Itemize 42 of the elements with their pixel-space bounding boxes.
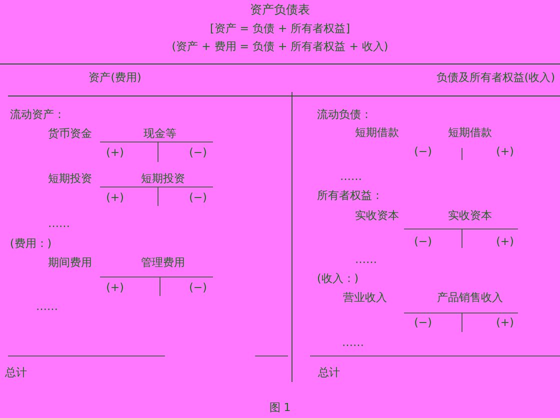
account-name: 实收资本 (448, 210, 492, 222)
ellipsis: …… (48, 218, 70, 230)
title: 资产负债表 (250, 3, 310, 17)
ellipsis: …… (36, 300, 58, 314)
sign-text: (+) (106, 146, 124, 160)
sign-text: (−) (189, 282, 207, 294)
account-name: 营业收入 (343, 292, 387, 304)
sign-text: (+) (106, 192, 124, 204)
section-heading: 所有者权益： (317, 190, 383, 202)
section-heading: 流动资产： (10, 108, 65, 122)
account-name: 产品销售收入 (437, 292, 503, 304)
account-name: 短期投资 (48, 172, 92, 186)
sign-text: (−) (414, 236, 432, 248)
account-name: 实收资本 (355, 210, 399, 222)
account-name: 管理费用 (141, 256, 185, 270)
account-name: 短期借款 (448, 126, 492, 140)
caption: 图 1 (269, 402, 291, 414)
column-heading: 负债及所有者权益(收入) (436, 72, 555, 84)
sign-text: (−) (414, 146, 432, 158)
ellipsis: …… (342, 336, 364, 350)
column-heading: 资产(费用) (88, 72, 142, 84)
section-heading: (收入：) (317, 272, 359, 286)
sign-text: (−) (189, 192, 207, 204)
account-name: 期间费用 (48, 256, 92, 270)
sign-text: (+) (496, 236, 514, 248)
sign-text: (−) (414, 316, 432, 330)
sign-text: (+) (106, 282, 124, 294)
ellipsis: …… (340, 170, 362, 184)
account-name: 短期借款 (355, 126, 399, 140)
total-label: 总计 (5, 366, 27, 380)
total-label: 总计 (318, 366, 340, 380)
sign-text: (+) (496, 316, 514, 330)
sign-text: (+) (496, 146, 514, 158)
account-name: 短期投资 (141, 172, 185, 186)
formula-text: [资产 = 负债 + 所有者权益] (210, 22, 350, 36)
section-heading: 流动负债： (317, 108, 372, 122)
sign-text: (−) (189, 146, 207, 160)
formula-text: (资产 + 费用 = 负债 + 所有者权益 + 收入) (172, 40, 388, 54)
ellipsis: …… (355, 254, 377, 266)
account-name: 货币资金 (48, 128, 92, 140)
section-heading: (费用：) (10, 238, 52, 250)
account-name: 现金等 (144, 128, 176, 140)
